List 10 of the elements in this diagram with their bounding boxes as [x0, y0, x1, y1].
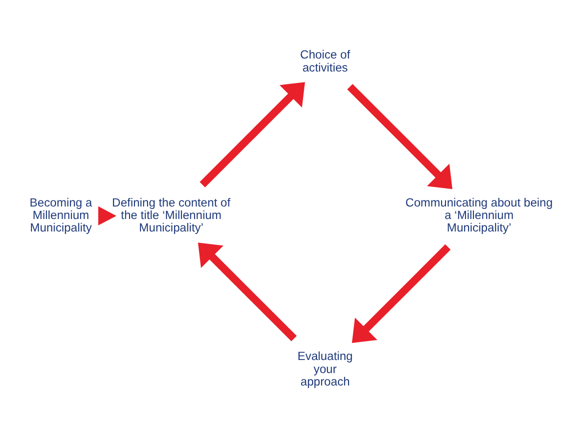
- arrow: [352, 244, 451, 343]
- arrow: [198, 242, 297, 342]
- node-text: Evaluating your approach: [298, 349, 353, 389]
- arrow: [98, 206, 116, 226]
- arrow: [347, 84, 452, 190]
- node-text: Communicating about being a ‘Millennium Municipality’: [405, 195, 553, 235]
- node-text: Defining the content of the title ‘Millennium Municipality’: [112, 195, 230, 235]
- arrow: [200, 82, 305, 188]
- node-text: Becoming a Millennium Municipality: [30, 195, 92, 235]
- node-text: Choice of activities: [300, 48, 350, 74]
